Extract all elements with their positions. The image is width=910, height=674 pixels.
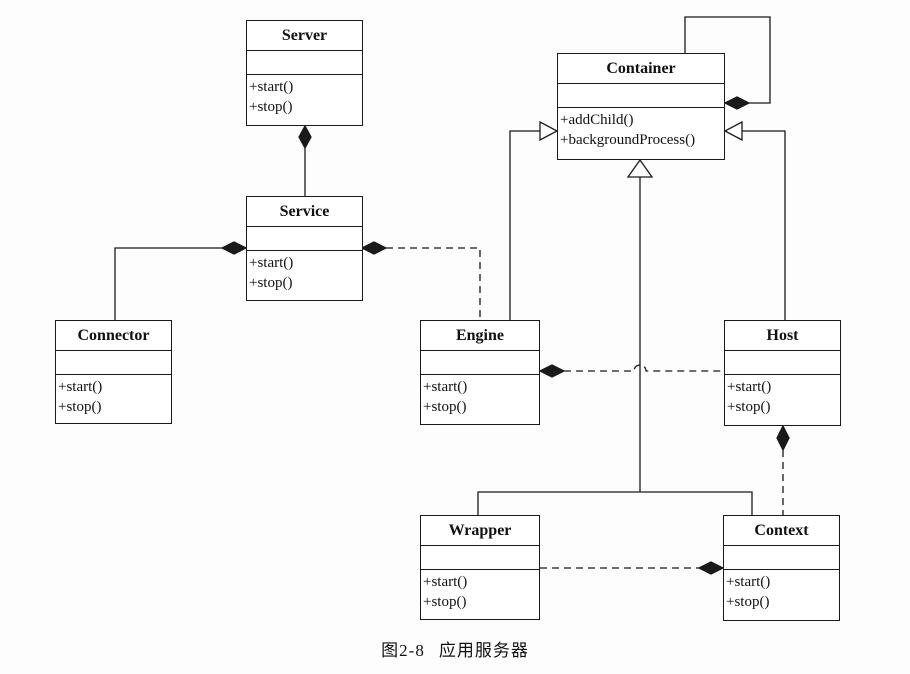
engine-host-diamond [538, 364, 566, 378]
class-name: Wrapper [421, 516, 539, 546]
class-name: Server [247, 21, 362, 51]
host-context-diamond [776, 424, 790, 452]
attributes-compartment [724, 546, 839, 570]
operation: +start() [249, 79, 294, 95]
operation: +stop() [249, 99, 293, 115]
container-self-diamond [723, 96, 751, 110]
host-container-triangle [723, 120, 743, 142]
figure-title: 应用服务器 [438, 641, 529, 660]
operations-compartment: +start() +stop() [247, 251, 362, 293]
attributes-compartment [558, 84, 724, 108]
operation: +stop() [249, 275, 293, 291]
attributes-compartment [725, 351, 840, 375]
server-service-diamond [298, 124, 312, 150]
operation: +stop() [726, 594, 770, 610]
service-connector-composition-line [114, 247, 222, 320]
class-name: Host [725, 321, 840, 351]
operations-compartment: +start() +stop() [421, 375, 539, 417]
operation: +start() [249, 255, 294, 271]
operations-compartment: +start() +stop() [247, 75, 362, 117]
figure-caption: 图2-8 应用服务器 [0, 636, 910, 661]
wrapper-class: Wrapper +start() +stop() [420, 515, 540, 620]
engine-container-generalization-line [509, 130, 540, 320]
host-container-generalization-line [742, 130, 786, 320]
engine-container-triangle [539, 120, 559, 142]
class-name: Service [247, 197, 362, 227]
attributes-compartment [247, 227, 362, 251]
operation: +start() [58, 379, 103, 395]
operation: +start() [727, 379, 772, 395]
context-class: Context +start() +stop() [723, 515, 840, 621]
operations-compartment: +start() +stop() [724, 570, 839, 612]
service-connector-diamond [220, 241, 248, 255]
connector-class: Connector +start() +stop() [55, 320, 172, 424]
service-engine-dashed-line [386, 247, 481, 320]
attributes-compartment [421, 351, 539, 375]
wrapper-context-diamond [697, 561, 725, 575]
class-name: Connector [56, 321, 171, 351]
service-class: Service +start() +stop() [246, 196, 363, 301]
container-class: Container +addChild() +backgroundProcess… [557, 53, 725, 160]
operations-compartment: +start() +stop() [421, 570, 539, 612]
wrapper-branch-line [477, 491, 640, 515]
operation: +start() [423, 574, 468, 590]
figure-number: 图2-8 [381, 641, 425, 660]
operation: +start() [726, 574, 771, 590]
operation: +start() [423, 379, 468, 395]
operations-compartment: +start() +stop() [56, 375, 171, 417]
container-self-association-line [684, 16, 771, 104]
service-engine-diamond [360, 241, 388, 255]
operations-compartment: +start() +stop() [725, 375, 840, 417]
operation: +backgroundProcess() [560, 132, 696, 148]
operation: +stop() [58, 399, 102, 415]
attributes-compartment [56, 351, 171, 375]
operation: +stop() [423, 594, 467, 610]
class-name: Container [558, 54, 724, 84]
host-class: Host +start() +stop() [724, 320, 841, 426]
operation: +stop() [727, 399, 771, 415]
server-class: Server +start() +stop() [246, 20, 363, 126]
operation: +addChild() [560, 112, 634, 128]
class-name: Engine [421, 321, 539, 351]
engine-class: Engine +start() +stop() [420, 320, 540, 425]
container-hierarchy-triangle [626, 158, 654, 178]
context-branch-line [640, 491, 753, 515]
attributes-compartment [247, 51, 362, 75]
operation: +stop() [423, 399, 467, 415]
operations-compartment: +addChild() +backgroundProcess() [558, 108, 724, 150]
attributes-compartment [421, 546, 539, 570]
engine-host-dashed-line [564, 364, 724, 372]
class-name: Context [724, 516, 839, 546]
